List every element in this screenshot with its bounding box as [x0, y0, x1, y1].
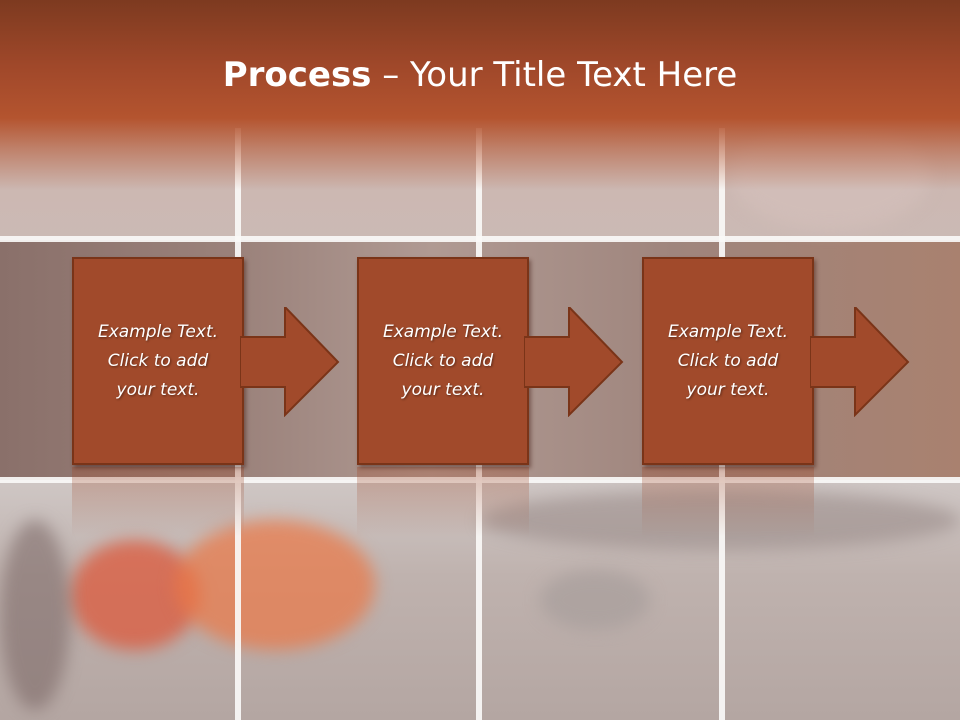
right-arrow-icon: [524, 307, 624, 417]
step-reflection: [72, 467, 244, 537]
right-arrow-icon: [810, 307, 910, 417]
process-step-3[interactable]: Example Text. Click to add your text.: [642, 257, 814, 465]
title-rest: – Your Title Text Here: [371, 55, 738, 95]
handle-shape: [540, 570, 650, 630]
grid-line-horizontal: [0, 236, 960, 242]
process-step-1[interactable]: Example Text. Click to add your text.: [72, 257, 244, 465]
grid-line-horizontal: [0, 477, 960, 483]
right-arrow-icon: [240, 307, 340, 417]
title-bold: Process: [222, 55, 372, 95]
title-banner: [0, 0, 960, 190]
step-text[interactable]: Example Text. Click to add your text.: [97, 321, 219, 400]
slide-title[interactable]: Process – Your Title Text Here: [0, 52, 960, 98]
step-reflection: [642, 467, 814, 537]
process-step-2[interactable]: Example Text. Click to add your text.: [357, 257, 529, 465]
step-text[interactable]: Example Text. Click to add your text.: [382, 321, 504, 400]
dark-panel: [0, 520, 70, 710]
taillight-shape-2: [175, 520, 375, 650]
step-reflection: [357, 467, 529, 537]
step-text[interactable]: Example Text. Click to add your text.: [667, 321, 789, 400]
